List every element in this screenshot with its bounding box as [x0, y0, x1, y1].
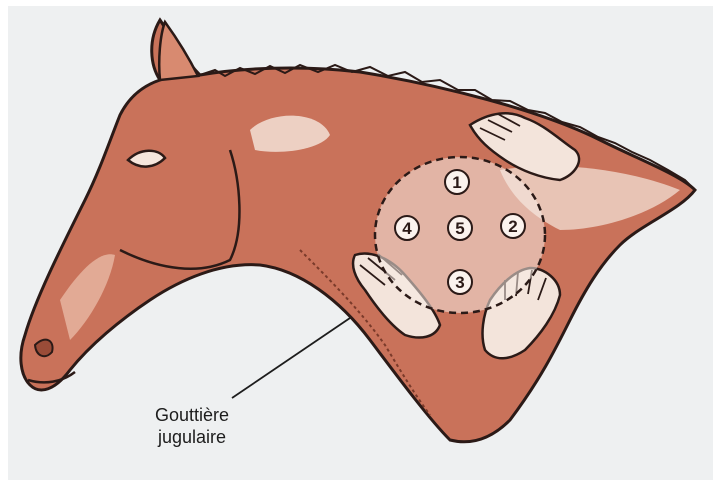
point-2: 2 — [501, 214, 525, 238]
point-4-label: 4 — [402, 219, 412, 238]
caption-line-1: Gouttière — [155, 404, 229, 426]
point-1-label: 1 — [452, 173, 461, 192]
caption-jugular-groove: Gouttière jugulaire — [155, 404, 229, 448]
point-4: 4 — [395, 216, 419, 240]
point-2-label: 2 — [508, 217, 517, 236]
horse-outline — [21, 20, 695, 442]
ear — [159, 22, 198, 80]
point-3: 3 — [448, 270, 472, 294]
point-5: 5 — [448, 216, 472, 240]
point-1: 1 — [445, 170, 469, 194]
horse-head — [21, 20, 695, 442]
caption-leader-line — [232, 318, 350, 398]
nostril — [35, 340, 53, 357]
caption-line-2: jugulaire — [155, 426, 229, 448]
point-5-label: 5 — [455, 219, 464, 238]
point-3-label: 3 — [455, 273, 464, 292]
